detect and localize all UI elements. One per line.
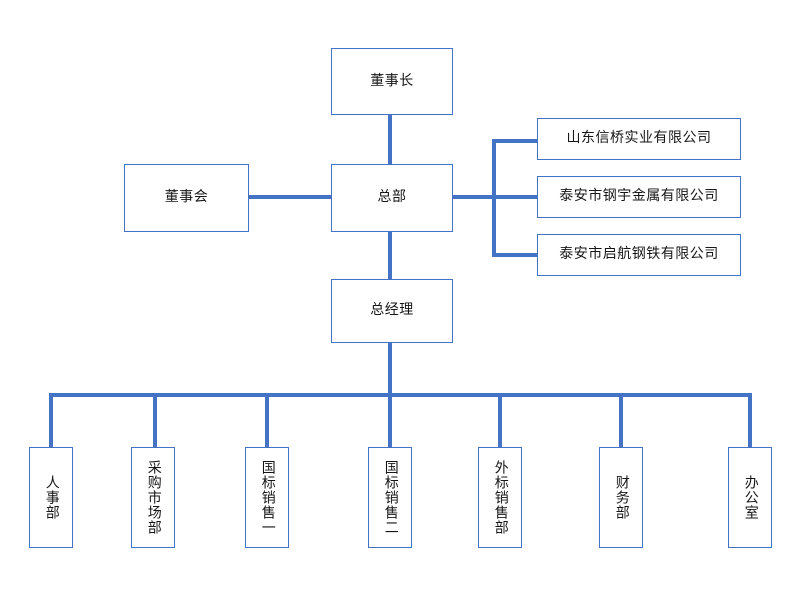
connector-department-drop-2 <box>153 393 157 447</box>
connector-department-drop-4 <box>388 393 392 447</box>
connector-headquarters-to-subsidiary-bus <box>453 195 496 199</box>
connector-department-drop-3 <box>265 393 269 447</box>
connector-department-drop-7 <box>748 393 752 447</box>
connector-subsidiary-branch-3 <box>492 253 538 257</box>
connector-general-manager-to-bus <box>388 343 392 397</box>
connector-headquarters-to-general-manager <box>388 232 392 279</box>
connector-board-to-headquarters <box>249 195 332 199</box>
connector-subsidiary-branch-1 <box>492 139 538 143</box>
node-department-export-sales[interactable]: 外标销售部 <box>478 447 522 548</box>
node-general-manager[interactable]: 总经理 <box>331 279 453 343</box>
connector-department-drop-1 <box>49 393 53 447</box>
connector-department-drop-6 <box>619 393 623 447</box>
node-department-finance[interactable]: 财务部 <box>599 447 643 548</box>
node-chairman[interactable]: 董事长 <box>331 48 453 115</box>
node-department-hr[interactable]: 人事部 <box>29 447 73 548</box>
node-department-office[interactable]: 办公室 <box>728 447 772 548</box>
node-department-gb-sales-2[interactable]: 国标销售二 <box>368 447 412 548</box>
connector-subsidiary-branch-2 <box>492 195 538 199</box>
connector-department-bus <box>49 393 752 397</box>
node-department-procurement-market[interactable]: 采购市场部 <box>131 447 175 548</box>
node-department-gb-sales-1[interactable]: 国标销售一 <box>245 447 289 548</box>
connector-department-drop-5 <box>498 393 502 447</box>
node-headquarters[interactable]: 总部 <box>331 164 453 232</box>
node-subsidiary-3[interactable]: 泰安市启航钢铁有限公司 <box>537 234 741 276</box>
connector-chairman-to-headquarters <box>388 115 392 165</box>
node-board-of-directors[interactable]: 董事会 <box>124 164 249 232</box>
node-subsidiary-1[interactable]: 山东信桥实业有限公司 <box>537 118 741 160</box>
node-subsidiary-2[interactable]: 泰安市钢宇金属有限公司 <box>537 176 741 218</box>
